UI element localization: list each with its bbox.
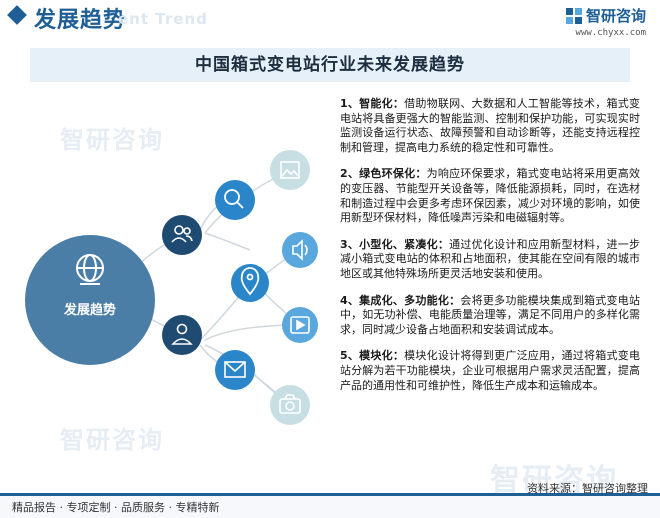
camera-icon	[279, 394, 301, 414]
section-title: 发展趋势	[34, 8, 127, 33]
page-title: 中国箱式变电站行业未来发展趋势	[30, 48, 630, 82]
play-icon	[290, 316, 310, 334]
ghost-subtitle: ent Trend	[118, 10, 208, 28]
brand-logo-icon	[565, 7, 582, 24]
location-node	[231, 264, 269, 302]
trend-list: 1、智能化：借助物联网、大数据和人工智能等技术，箱式变电站将具备更强大的智能监测…	[340, 97, 640, 405]
user-icon	[171, 323, 193, 345]
source-note: 资料来源：智研咨询整理	[527, 482, 648, 495]
image-node	[270, 150, 310, 190]
trend-diagram: 发展趋势	[25, 150, 318, 425]
people-node	[162, 215, 202, 255]
brand-url: www.chyxx.com	[575, 28, 646, 38]
watermark: 智研咨询	[60, 426, 164, 454]
search-icon	[224, 189, 244, 209]
trend-item-2: 2、绿色环保化：为响应环保要求，箱式变电站将采用更高效的变压器、节能型开关设备等…	[340, 167, 640, 225]
footer: 精品报告 · 专项定制 · 品质服务 · 专精特新 资料来源：智研咨询整理	[0, 482, 660, 518]
mail-icon	[224, 361, 246, 378]
brand: 智研咨询 www.chyxx.com	[565, 5, 646, 38]
trend-item-1: 1、智能化：借助物联网、大数据和人工智能等技术，箱式变电站将具备更强大的智能监测…	[340, 97, 641, 154]
watermark: 智研咨询	[490, 463, 618, 498]
trend-item-5: 5、模块化：模块化设计将得到更广泛应用，通过将箱式变电站分解为若干功能模块，企业…	[340, 349, 641, 392]
globe-icon	[76, 254, 104, 285]
diamond-icon	[7, 5, 27, 25]
user-node	[162, 315, 202, 355]
hub-circle	[25, 235, 155, 365]
brand-name: 智研咨询	[585, 7, 646, 25]
image-icon	[280, 161, 300, 179]
trend-item-3: 3、小型化、紧凑化：通过优化设计和应用新型材料，进一步减小箱式变电站的体积和占地…	[340, 237, 640, 280]
footer-tagline: 精品报告 · 专项定制 · 品质服务 · 专精特新	[12, 501, 220, 514]
speaker-icon	[292, 239, 308, 261]
hub-label: 发展趋势	[63, 302, 116, 318]
speaker-node	[282, 232, 318, 268]
trend-item-4: 4、集成化、多功能化：会将更多功能模块集成到箱式变电站中，如无功补偿、电能质量治…	[340, 293, 641, 336]
watermark: 智研咨询	[60, 126, 164, 154]
search-node	[215, 180, 255, 220]
location-pin-icon	[240, 267, 260, 296]
camera-node	[270, 385, 310, 425]
header: 发展趋势 ent Trend	[0, 0, 660, 38]
people-icon	[171, 225, 193, 243]
